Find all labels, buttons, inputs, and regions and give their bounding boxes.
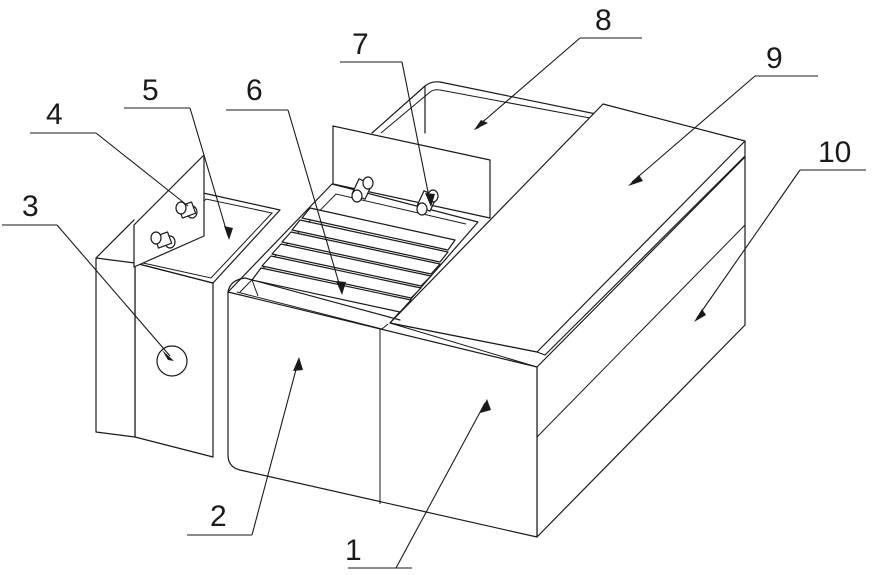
label-8: 8	[595, 4, 612, 37]
callout-4: 4	[30, 98, 188, 206]
label-2: 2	[210, 500, 227, 533]
label-9: 9	[766, 42, 783, 75]
label-5: 5	[142, 74, 159, 107]
back-tank-rim	[372, 82, 596, 133]
label-3: 3	[22, 190, 39, 223]
round-port-3	[157, 346, 187, 376]
label-10: 10	[818, 136, 851, 169]
label-7: 7	[352, 28, 369, 61]
label-4: 4	[46, 98, 63, 131]
main-body	[228, 82, 745, 537]
label-1: 1	[345, 534, 362, 567]
label-6: 6	[246, 74, 263, 107]
small-box-left-face	[96, 258, 135, 437]
